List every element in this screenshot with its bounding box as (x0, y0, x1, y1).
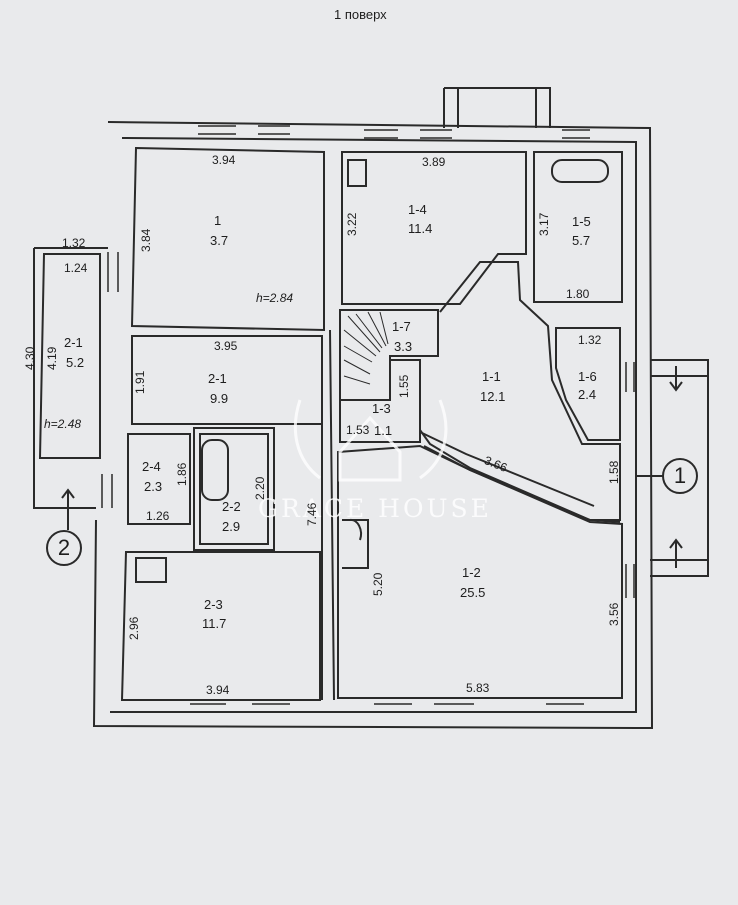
stair-steps (343, 311, 389, 385)
room-2-4-wall (127, 433, 191, 525)
entrance-label-1: 1 (673, 463, 687, 488)
dim-partition-length: 7.46 (305, 502, 319, 526)
room-1-1-wall (419, 261, 621, 521)
dim-room-1-height: 3.84 (139, 228, 153, 252)
room-1-4-wall (341, 151, 527, 305)
room-1-6-id: 1-6 (578, 369, 597, 384)
room-1-3-wall (339, 359, 421, 443)
bathtub-2-2 (201, 439, 229, 501)
room-1-4-id: 1-4 (408, 202, 427, 217)
entrance-arrow-right-top (669, 366, 683, 392)
room-1-1-id: 1-1 (482, 369, 501, 384)
stove-1-4 (347, 159, 367, 187)
outer-wall-inner (110, 137, 637, 713)
balcony-2-1-area: 5.2 (66, 355, 85, 370)
room-2-3-wall (120, 551, 321, 701)
dim-room-1-5-width: 1.80 (566, 287, 590, 301)
room-2-4-area: 2.3 (144, 479, 163, 494)
dim-room-1-2-height: 5.20 (371, 572, 385, 596)
room-1-7-id: 1-7 (392, 319, 411, 334)
dim-room-2-1-width: 3.95 (214, 339, 238, 353)
dim-room-1-4-width: 3.89 (422, 155, 446, 169)
entrance-marker-2 (46, 530, 82, 566)
room-1-5-wall (533, 151, 623, 303)
dim-room-2-3-height: 2.96 (127, 616, 141, 640)
partition (321, 329, 335, 701)
room-1-6-area: 2.4 (578, 387, 597, 402)
room-1-6-wall (555, 327, 621, 441)
porch-top (443, 87, 551, 128)
dim-room-1-width: 3.94 (212, 153, 236, 167)
dim-balcony-inner-height: 4.19 (45, 346, 59, 370)
dim-room-1-1-depth: 1.58 (607, 460, 621, 484)
entrance-marker-1 (662, 458, 698, 494)
outer-wall (92, 121, 654, 730)
dim-room-1-5-height: 3.17 (537, 212, 551, 236)
dim-balcony-outer-height: 4.30 (23, 346, 37, 370)
room-2-2-wall (193, 427, 275, 551)
room-1-7-area: 3.3 (394, 339, 413, 354)
room-1-1-area: 12.1 (480, 389, 506, 404)
windows (101, 125, 635, 713)
dim-room-1-3-height: 1.55 (397, 374, 411, 398)
dim-balcony-height: h=2.48 (44, 417, 82, 431)
dim-room-1-6-width: 1.32 (578, 333, 602, 347)
room-1-3-id: 1-3 (372, 401, 391, 416)
room-1-3-area: 1.1 (374, 423, 393, 438)
room-1-2-area: 25.5 (460, 585, 486, 600)
dim-room-2-4-height: 1.86 (175, 462, 189, 486)
room-2-1-area: 9.9 (210, 391, 229, 406)
balcony-2-1-id: 2-1 (64, 335, 83, 350)
room-2-2-id: 2-2 (222, 499, 241, 514)
dim-room-1-4-height: 3.22 (345, 212, 359, 236)
room-2-4-id: 2-4 (142, 459, 161, 474)
porch-left (33, 466, 96, 509)
entrance-arrow-2 (61, 488, 75, 530)
balcony-2-1-wall (33, 247, 108, 466)
doorway-1-2 (342, 518, 369, 569)
dim-balcony-inner: 1.24 (64, 261, 88, 275)
porch-right (650, 359, 709, 577)
room-1-5-area: 5.7 (572, 233, 591, 248)
room-1-area: 3.7 (210, 233, 229, 248)
room-1-2-id: 1-2 (462, 565, 481, 580)
dim-room-2-1-height: 1.91 (133, 370, 147, 394)
dim-room-2-4-width: 1.26 (146, 509, 170, 523)
page-title: 1 поверх (334, 7, 387, 22)
room-1-wall (130, 146, 325, 332)
entrance-label-2: 2 (57, 535, 71, 560)
watermark-emblem (293, 399, 448, 482)
dim-room-1-2-width: 5.83 (466, 681, 490, 695)
stove-2-3 (135, 557, 167, 583)
entrance-arrow-right-bottom (669, 538, 683, 568)
dim-room-1-2-side: 3.56 (607, 602, 621, 626)
room-1-5-id: 1-5 (572, 214, 591, 229)
room-1-4-area: 11.4 (408, 221, 433, 236)
bathtub-1-5 (551, 159, 609, 183)
dim-room-2-3-width: 3.94 (206, 683, 230, 697)
dim-balcony-outer: 1.32 (62, 236, 86, 250)
room-2-3-id: 2-3 (204, 597, 223, 612)
room-1-id: 1 (214, 213, 222, 228)
dim-room-2-2-height: 2.20 (253, 476, 267, 500)
watermark-text: GRACE HOUSE (258, 494, 492, 523)
dim-room-1-3-width: 1.53 (346, 423, 370, 437)
dim-ceiling-height: h=2.84 (256, 291, 294, 305)
room-1-2-wall (337, 444, 623, 699)
room-2-1-id: 2-1 (208, 371, 227, 386)
room-2-3-area: 11.7 (202, 616, 227, 631)
room-2-2-area: 2.9 (222, 519, 241, 534)
